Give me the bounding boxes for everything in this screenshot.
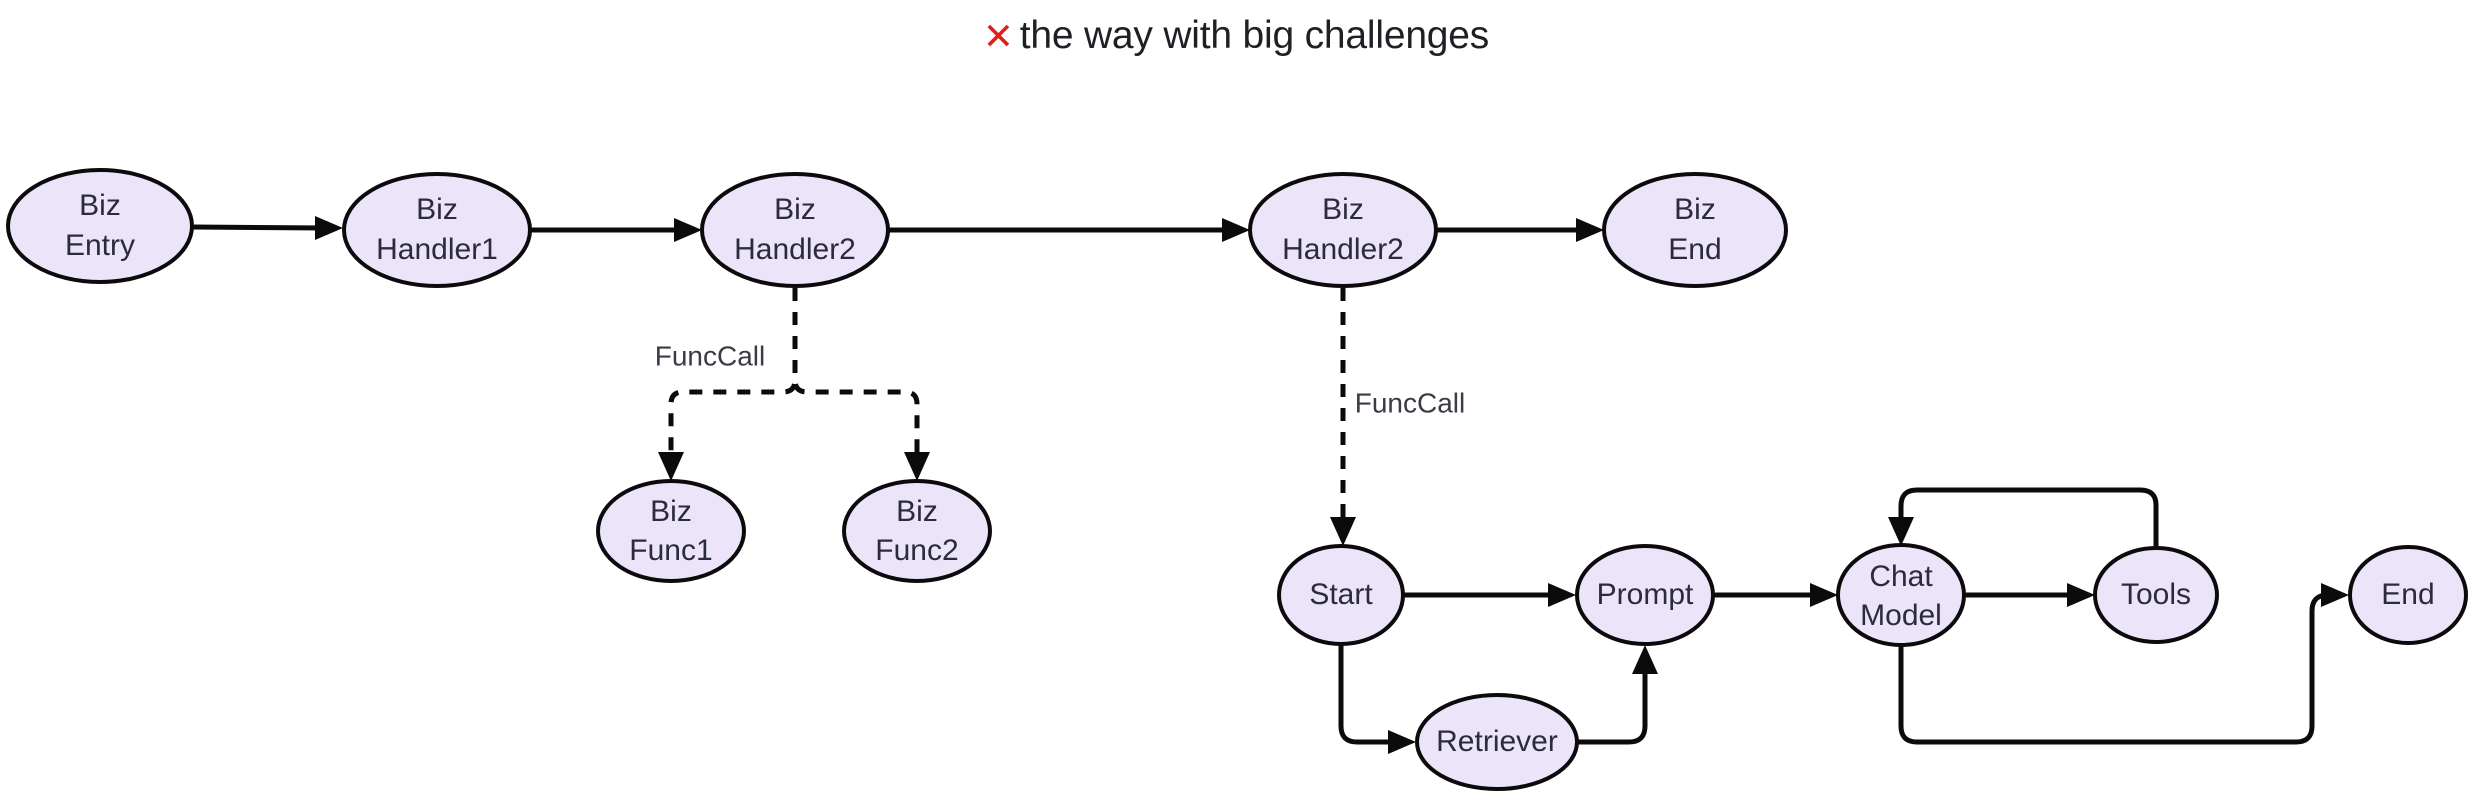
node-prompt-label: Prompt [1597, 578, 1694, 611]
edge-start-to-prompt [1404, 583, 1576, 607]
arrowhead-icon [658, 452, 684, 481]
edge-prompt-to-chat-model [1714, 583, 1838, 607]
node-tools[interactable]: Tools [2093, 546, 2219, 644]
node-biz-handler2-b-line2: Handler2 [1282, 233, 1404, 266]
node-biz-func2[interactable]: Biz Func2 [842, 479, 992, 583]
node-biz-func1-line1: Biz [650, 495, 692, 528]
node-biz-func1-line2: Func1 [629, 534, 712, 567]
edge-retriever-to-prompt [1578, 645, 1658, 745]
node-biz-handler2-a[interactable]: Biz Handler2 [700, 172, 890, 288]
node-biz-end-line2: End [1668, 233, 1721, 266]
edge-biz-handler2a-to-biz-func1 [658, 288, 798, 481]
arrowhead-icon [1810, 583, 1838, 607]
node-biz-handler1-line2: Handler1 [376, 233, 498, 266]
node-retriever[interactable]: Retriever [1415, 693, 1579, 791]
edge-biz-handler1-to-biz-handler2a [531, 218, 702, 242]
node-biz-end[interactable]: Biz End [1602, 172, 1788, 288]
node-biz-handler2-b-line1: Biz [1322, 193, 1364, 226]
arrowhead-icon [1222, 218, 1250, 242]
page-title: ✕the way with big challenges [0, 10, 2472, 62]
node-biz-entry-line1: Biz [79, 189, 121, 222]
node-biz-func1[interactable]: Biz Func1 [596, 479, 746, 583]
arrowhead-icon [1548, 583, 1576, 607]
node-start-label: Start [1309, 578, 1373, 611]
node-biz-handler1-line1: Biz [416, 193, 458, 226]
cross-mark-icon: ✕ [982, 15, 1014, 58]
arrowhead-icon [2321, 583, 2349, 607]
edge-label-funccall-left: FuncCall [655, 340, 765, 371]
arrowhead-icon [674, 218, 702, 242]
edge-biz-entry-to-biz-handler1 [192, 216, 343, 240]
page-title-text: the way with big challenges [1019, 14, 1490, 57]
node-end[interactable]: End [2348, 545, 2468, 645]
edge-chat-model-to-tools [1965, 583, 2095, 607]
node-prompt[interactable]: Prompt [1575, 544, 1715, 646]
edge-biz-handler2b-to-biz-end [1437, 218, 1604, 242]
node-biz-end-line1: Biz [1674, 193, 1716, 226]
node-biz-handler2-b[interactable]: Biz Handler2 [1248, 172, 1438, 288]
node-chat-model[interactable]: Chat Model [1836, 543, 1966, 647]
node-biz-handler2-a-line1: Biz [774, 193, 816, 226]
arrowhead-icon [2067, 583, 2095, 607]
node-chat-model-line2: Model [1860, 599, 1942, 632]
node-biz-entry-line2: Entry [65, 229, 135, 262]
edge-start-to-retriever [1338, 645, 1416, 754]
arrowhead-icon [904, 452, 930, 481]
arrowhead-icon [1888, 517, 1914, 546]
node-biz-entry[interactable]: Biz Entry [6, 168, 194, 284]
edge-biz-handler2a-to-biz-func2 [792, 288, 930, 481]
edge-chat-model-to-end-loop [1898, 583, 2349, 745]
node-biz-func2-line1: Biz [896, 495, 938, 528]
arrowhead-icon [1330, 517, 1356, 546]
arrowhead-icon [1632, 645, 1658, 674]
node-biz-func2-line2: Func2 [875, 534, 958, 567]
node-chat-model-line1: Chat [1869, 560, 1933, 593]
node-retriever-label: Retriever [1436, 725, 1558, 758]
node-biz-handler1[interactable]: Biz Handler1 [342, 172, 532, 288]
edge-biz-handler2b-to-start [1330, 288, 1356, 546]
node-biz-handler2-a-line2: Handler2 [734, 233, 856, 266]
arrowhead-icon [1576, 218, 1604, 242]
node-end-label: End [2381, 578, 2434, 611]
edge-label-funccall-right: FuncCall [1355, 387, 1465, 418]
node-tools-label: Tools [2121, 578, 2191, 611]
arrowhead-icon [315, 216, 343, 240]
node-start[interactable]: Start [1277, 544, 1405, 646]
edge-biz-handler2a-to-biz-handler2b [889, 218, 1250, 242]
edge-tools-to-chat-model-loop [1888, 487, 2159, 548]
arrowhead-icon [1388, 730, 1416, 754]
